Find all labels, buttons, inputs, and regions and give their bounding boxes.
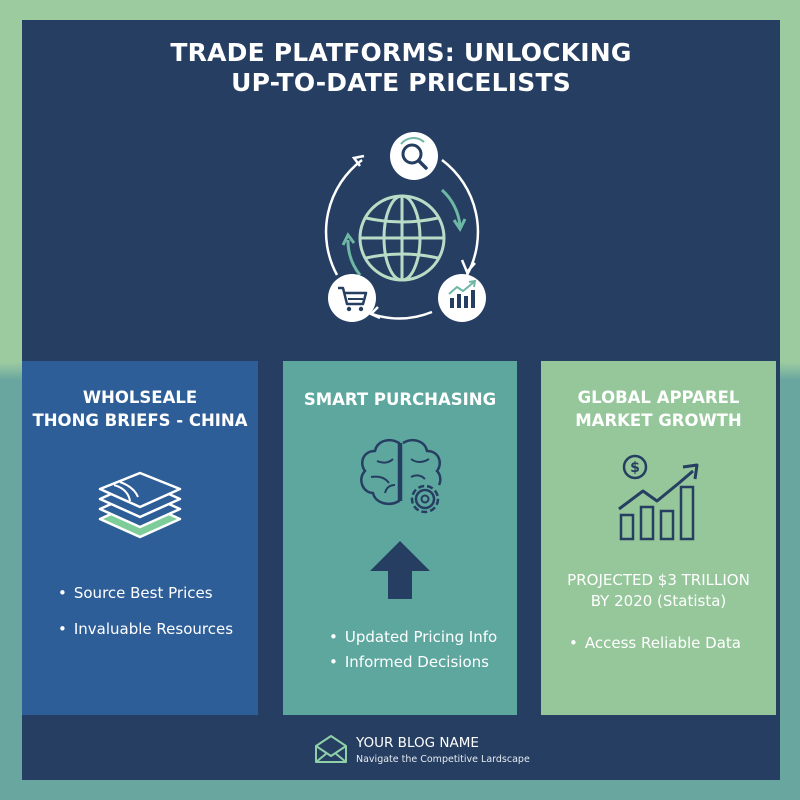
brain-gear-icon (360, 439, 442, 514)
shopping-cart-icon (328, 274, 376, 322)
title-line-2: UP-TO-DATE PRICELISTS (231, 68, 571, 97)
projection-line-1: PROJECTED $3 TRILLION (567, 571, 750, 589)
card-title-line-1: WHOLSEALE (82, 388, 198, 407)
projection-line-2: BY 2020 (Statista) (590, 592, 727, 610)
list-item: •Updated Pricing Info (329, 628, 498, 646)
list-item: •Access Reliable Data (569, 634, 741, 652)
list-item: •Invaluable Resources (58, 620, 234, 638)
page-title: TRADE PLATFORMS: UNLOCKING UP-TO-DATE PR… (22, 38, 780, 98)
card-global-apparel-market: GLOBAL APPAREL MARKET GROWTH $ PROJECTED… (541, 361, 776, 715)
blog-tagline: Navigate the Competitive Lardscape (356, 754, 530, 765)
card-title: GLOBAL APPAREL MARKET GROWTH (541, 386, 776, 432)
stacked-fabric-icon (98, 471, 182, 539)
card-wholesale-thong-briefs: WHOLSEALE THONG BRIEFS - CHINA •Source B… (22, 361, 258, 715)
title-line-1: TRADE PLATFORMS: UNLOCKING (170, 38, 632, 67)
globe-icon (358, 194, 446, 282)
card-smart-purchasing: SMART PURCHASING •Updated Pricing Info •… (283, 361, 517, 715)
arrow-up-icon (370, 541, 430, 599)
bar-chart-icon (438, 274, 486, 322)
market-projection: PROJECTED $3 TRILLION BY 2020 (Statista) (541, 570, 776, 612)
search-icon (390, 132, 438, 180)
card-bullets: •Updated Pricing Info •Informed Decision… (283, 627, 563, 672)
list-item: •Source Best Prices (58, 584, 213, 602)
svg-text:$: $ (630, 460, 640, 476)
card-title-line-2: MARKET GROWTH (575, 411, 742, 430)
card-title: WHOLSEALE THONG BRIEFS - CHINA (22, 386, 258, 432)
card-title-line-1: GLOBAL APPAREL (577, 388, 740, 407)
growth-chart-icon: $ (618, 454, 699, 541)
trade-cycle-graphic (324, 132, 486, 322)
blog-footer: YOUR BLOG NAME Navigate the Competitive … (314, 732, 554, 772)
blog-name: YOUR BLOG NAME (356, 735, 479, 751)
envelope-icon (315, 735, 347, 763)
card-bullets: •Access Reliable Data (541, 633, 800, 653)
card-title-line-2: THONG BRIEFS - CHINA (32, 411, 248, 430)
card-bullets: •Source Best Prices •Invaluable Resource… (22, 583, 294, 639)
card-title-line-1: SMART PURCHASING (303, 390, 497, 409)
infographic-frame: TRADE PLATFORMS: UNLOCKING UP-TO-DATE PR… (22, 20, 780, 780)
list-item: •Informed Decisions (329, 653, 489, 671)
card-title: SMART PURCHASING (283, 388, 517, 411)
